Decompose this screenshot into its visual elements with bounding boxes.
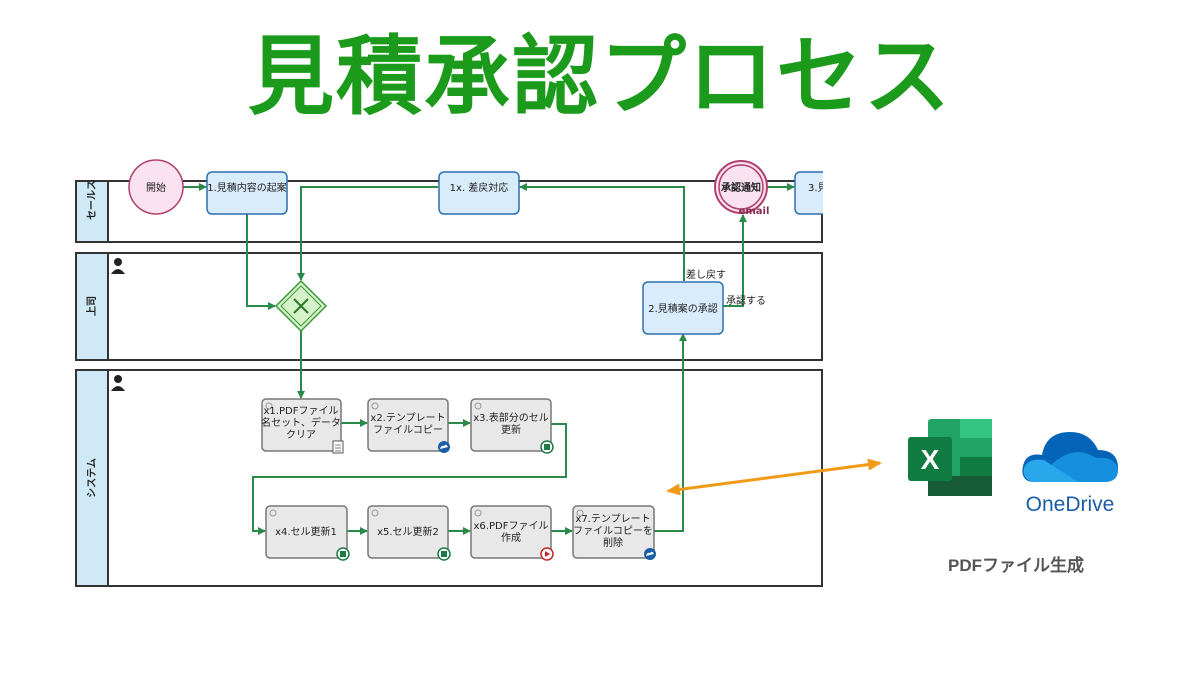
lane-sales-label: セールス — [86, 180, 98, 220]
flow-x3-x4 — [252, 423, 567, 535]
user-icon — [111, 258, 125, 274]
task-x7-line1: x7.テンプレート — [575, 513, 650, 525]
flow-t2-reject — [519, 183, 685, 281]
task-x6-line2: 作成 — [501, 532, 521, 544]
task-x4[interactable]: x4.セル更新1 — [265, 505, 350, 561]
task-x3-line1: x3.表部分のセル — [473, 411, 548, 424]
task-x1-line1: x1.PDFファイル — [264, 406, 339, 417]
lane-boss-label: 上司 — [85, 296, 98, 316]
task-2-label: 2.見積案の承認 — [648, 302, 718, 315]
notify-event[interactable]: 承認通知 email — [714, 160, 770, 217]
task-1-draft[interactable]: 1.見積内容の起案 — [206, 171, 288, 215]
page-title: 見積承認プロセス — [248, 26, 952, 127]
task-x1-line3: クリア — [286, 429, 316, 441]
task-x3[interactable]: x3.表部分のセル 更新 — [470, 398, 554, 454]
flow-x7-t2 — [654, 333, 687, 532]
task-x2[interactable]: x2.テンプレート ファイルコピー — [367, 398, 450, 453]
excel-icon: X — [908, 419, 992, 496]
task-x2-line2: ファイルコピー — [373, 424, 443, 436]
calculator-icon — [332, 440, 344, 454]
notify-event-sublabel: email — [739, 206, 770, 217]
task-2-approve[interactable]: 2.見積案の承認 — [642, 281, 724, 335]
task-1x-label: 1x. 差戻対応 — [450, 181, 509, 194]
excel-small-icon — [336, 547, 350, 561]
start-event-label: 開始 — [146, 181, 166, 194]
user-icon — [111, 375, 125, 391]
task-x7-line2: ファイルコピーを — [573, 525, 653, 537]
task-x1[interactable]: x1.PDFファイル 名セット、データ クリア — [261, 398, 344, 454]
flow-t2-approve — [723, 214, 747, 307]
onedrive-icon — [1022, 432, 1118, 482]
task-x3-line2: 更新 — [501, 423, 521, 436]
task-x5[interactable]: x5.セル更新2 — [367, 505, 451, 561]
pdf-generation-caption: PDFファイル生成 — [948, 556, 1084, 575]
onedrive-small-icon — [644, 548, 656, 560]
task-x1-line2: 名セット、データ — [261, 416, 341, 429]
excel-small-icon — [540, 440, 554, 454]
excel-small-icon — [437, 547, 451, 561]
task-x7[interactable]: x7.テンプレート ファイルコピーを 削除 — [572, 505, 656, 560]
task-x6[interactable]: x6.PDFファイル 作成 — [470, 505, 554, 561]
task-3-label: 3.見 — [808, 182, 828, 194]
onedrive-label: OneDrive — [1025, 493, 1115, 516]
notify-event-label: 承認通知 — [721, 181, 761, 194]
task-x5-label: x5.セル更新2 — [377, 525, 439, 538]
task-1-label: 1.見積内容の起案 — [207, 181, 287, 194]
task-x6-line1: x6.PDFファイル — [474, 521, 549, 532]
flow-t1x-gateway — [297, 186, 438, 281]
task-x2-line1: x2.テンプレート — [370, 412, 445, 424]
lane-system-label: システム — [86, 458, 98, 498]
flow-t1-gateway — [246, 214, 276, 310]
task-x4-label: x4.セル更新1 — [275, 525, 337, 538]
flow-label-approve: 承認する — [726, 294, 766, 307]
start-event[interactable]: 開始 — [128, 159, 184, 215]
onedrive-small-icon — [438, 441, 450, 453]
exclusive-gateway[interactable] — [274, 279, 328, 333]
excel-icon-letter: X — [921, 444, 940, 475]
pdf-small-icon — [540, 547, 554, 561]
flow-label-reject: 差し戻す — [686, 268, 726, 281]
integration-arrow — [666, 458, 882, 496]
task-x7-line3: 削除 — [603, 536, 623, 549]
task-1x-rework[interactable]: 1x. 差戻対応 — [438, 171, 520, 215]
